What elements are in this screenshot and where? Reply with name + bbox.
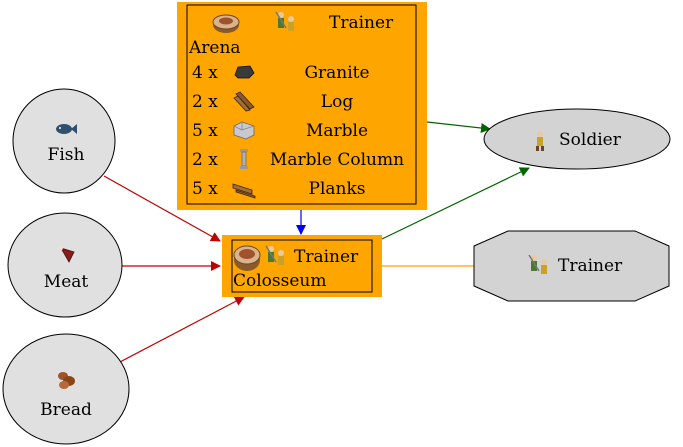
arena-row-qty: 4 x	[192, 63, 218, 83]
input-node-meat[interactable]: Meat	[7, 212, 123, 318]
granite-icon	[234, 65, 255, 79]
planks-icon	[232, 183, 256, 199]
trainer-icon	[265, 245, 284, 265]
edges	[103, 121, 530, 364]
colosseum-building-icon	[233, 245, 261, 271]
edge-colosseum-to-soldier	[381, 167, 530, 240]
meat-icon	[59, 246, 75, 263]
arena-row-qty: 2 x	[192, 150, 218, 170]
edge-fish-to-colosseum	[103, 175, 221, 242]
edge-bread-to-colosseum	[117, 296, 245, 364]
fish-label: Fish	[48, 145, 85, 165]
soldier-icon	[536, 131, 544, 151]
trainer-node-shape	[473, 230, 670, 302]
arena-inner-border	[186, 4, 417, 205]
colosseum-node[interactable]: Trainer Colosseum	[222, 235, 382, 297]
arena-row-name: Marble Column	[270, 150, 404, 170]
log-icon	[233, 91, 255, 112]
bread-label: Bread	[40, 400, 92, 420]
arena-box	[177, 2, 427, 210]
arena-row-name: Planks	[309, 179, 366, 199]
input-node-fish[interactable]: Fish	[12, 88, 116, 194]
output-node-trainer[interactable]: Trainer	[473, 230, 670, 302]
soldier-node-shape	[483, 108, 671, 170]
arena-row-name: Log	[321, 92, 354, 112]
meat-label: Meat	[44, 272, 89, 292]
trainer-icon	[275, 11, 294, 31]
marble-column-icon	[240, 149, 248, 169]
colosseum-tag: Trainer	[294, 247, 359, 267]
trainer-label: Trainer	[558, 256, 623, 276]
bread-icon	[58, 372, 75, 389]
arena-row-qty: 5 x	[192, 121, 218, 141]
edge-arena-to-soldier	[426, 121, 491, 133]
arena-node[interactable]: Trainer Arena 4 x Granite 2 x Log 5 x Ma…	[177, 2, 427, 210]
marble-icon	[233, 121, 255, 140]
soldier-label: Soldier	[559, 130, 622, 150]
input-node-bread[interactable]: Bread	[2, 333, 130, 445]
arena-tag: Trainer	[329, 13, 394, 33]
arena-row-qty: 2 x	[192, 92, 218, 112]
arena-row-name: Granite	[304, 63, 369, 83]
meat-node-shape	[7, 212, 123, 318]
arena-label: Arena	[188, 38, 241, 58]
trainer-icon	[528, 254, 547, 274]
colosseum-label: Colosseum	[233, 271, 327, 291]
arena-row-qty: 5 x	[192, 179, 218, 199]
colosseum-inner-border	[231, 239, 373, 293]
arena-row-name: Marble	[306, 121, 368, 141]
fish-node-shape	[12, 88, 116, 194]
bread-node-shape	[2, 333, 130, 445]
arena-building-icon	[212, 14, 240, 33]
fish-icon	[56, 124, 77, 134]
output-node-soldier[interactable]: Soldier	[483, 108, 671, 170]
